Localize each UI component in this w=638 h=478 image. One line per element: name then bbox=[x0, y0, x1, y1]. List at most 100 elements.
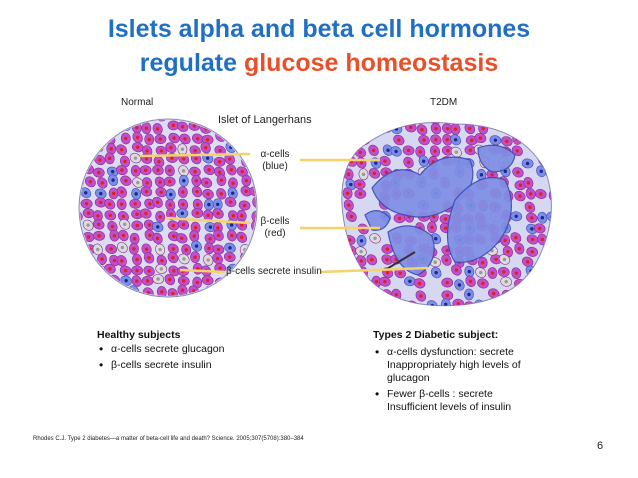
beta-cell bbox=[80, 121, 82, 134]
cell-nucleus bbox=[169, 192, 173, 197]
alpha-cell bbox=[80, 167, 82, 178]
alpha-cell bbox=[479, 122, 490, 125]
cell-nucleus bbox=[147, 223, 152, 227]
healthy-item: β-cells secrete insulin bbox=[97, 359, 277, 372]
cell-nucleus bbox=[257, 182, 260, 185]
cell-nucleus bbox=[72, 134, 75, 137]
cell-nucleus bbox=[76, 289, 79, 292]
beta-cell bbox=[500, 122, 512, 124]
beta-cells-text: β-cells bbox=[260, 216, 290, 227]
cell-nucleus bbox=[146, 113, 149, 116]
cell-nucleus bbox=[159, 267, 163, 271]
beta-cell bbox=[551, 256, 552, 269]
cell-nucleus bbox=[542, 159, 546, 163]
cell-nucleus bbox=[203, 145, 208, 150]
beta-cell bbox=[80, 120, 84, 123]
cell-nucleus bbox=[335, 215, 338, 218]
cell-nucleus bbox=[349, 182, 353, 187]
cell-nucleus bbox=[385, 257, 389, 262]
cell-nucleus bbox=[231, 181, 235, 185]
beta-cell bbox=[83, 107, 97, 121]
beta-cell bbox=[343, 290, 355, 301]
diabetic-heading: Types 2 Diabetic subject: bbox=[373, 329, 499, 341]
cell-nucleus bbox=[157, 160, 161, 164]
cell-nucleus bbox=[493, 138, 498, 142]
cell-nucleus bbox=[453, 127, 458, 131]
cell-nucleus bbox=[148, 202, 152, 206]
cell-nucleus bbox=[206, 156, 210, 160]
cell-nucleus bbox=[171, 247, 175, 251]
beta-cell bbox=[107, 120, 118, 133]
beta-cell bbox=[92, 122, 103, 135]
cell-nucleus bbox=[468, 126, 472, 131]
alpha-cell bbox=[487, 301, 500, 306]
cell-nucleus bbox=[76, 116, 79, 119]
cell-nucleus bbox=[86, 223, 90, 227]
beta-cell bbox=[253, 253, 256, 266]
cell-nucleus bbox=[433, 260, 437, 264]
cell-nucleus bbox=[470, 138, 474, 143]
cell-nucleus bbox=[171, 223, 176, 228]
cell-nucleus bbox=[445, 293, 450, 297]
cell-nucleus bbox=[148, 233, 152, 237]
cell-nucleus bbox=[514, 293, 519, 298]
cell-nucleus bbox=[406, 148, 411, 153]
cell-nucleus bbox=[96, 214, 100, 218]
cell-nucleus bbox=[395, 117, 398, 120]
cell-nucleus bbox=[86, 279, 90, 283]
cell-nucleus bbox=[398, 271, 402, 275]
cell-nucleus bbox=[370, 258, 374, 262]
cell-nucleus bbox=[550, 171, 552, 176]
cell-nucleus bbox=[505, 139, 509, 143]
beta-cell bbox=[95, 276, 106, 288]
cell-nucleus bbox=[433, 117, 436, 120]
cell-nucleus bbox=[347, 238, 352, 242]
beta-cell bbox=[511, 289, 522, 301]
beta-cell bbox=[67, 130, 81, 143]
cell-nucleus bbox=[537, 226, 542, 231]
cell-nucleus bbox=[336, 280, 339, 283]
cell-nucleus bbox=[120, 168, 124, 172]
beta-cell bbox=[534, 299, 545, 306]
cell-nucleus bbox=[433, 149, 437, 153]
cell-nucleus bbox=[121, 214, 126, 219]
beta-cell bbox=[501, 299, 513, 306]
cell-nucleus bbox=[434, 137, 438, 142]
alpha-cell bbox=[80, 265, 84, 275]
beta-cell bbox=[341, 255, 343, 267]
cell-nucleus bbox=[208, 225, 213, 229]
cell-nucleus bbox=[371, 115, 374, 118]
cell-nucleus bbox=[75, 190, 78, 193]
cell-nucleus bbox=[358, 292, 362, 297]
cell-nucleus bbox=[230, 191, 235, 195]
cell-nucleus bbox=[144, 157, 149, 161]
cell-nucleus bbox=[119, 148, 124, 152]
cell-nucleus bbox=[494, 257, 498, 262]
beta-cell bbox=[391, 122, 402, 125]
cell-nucleus bbox=[410, 116, 413, 119]
cell-nucleus bbox=[239, 235, 244, 240]
cell-nucleus bbox=[503, 238, 507, 243]
cell-nucleus bbox=[135, 135, 140, 140]
beta-cell bbox=[249, 132, 256, 145]
cell-nucleus bbox=[490, 271, 495, 275]
cell-nucleus bbox=[374, 161, 378, 165]
cell-nucleus bbox=[541, 116, 544, 119]
cell-nucleus bbox=[257, 258, 260, 261]
cell-nucleus bbox=[206, 114, 209, 117]
cell-nucleus bbox=[228, 255, 232, 259]
beta-cell bbox=[354, 122, 367, 125]
cell-nucleus bbox=[205, 138, 210, 142]
beta-cell bbox=[95, 120, 106, 121]
cell-nucleus bbox=[136, 180, 140, 185]
cell-nucleus bbox=[86, 235, 91, 239]
beta-cell bbox=[107, 288, 118, 296]
cell-nucleus bbox=[383, 279, 387, 284]
cell-nucleus bbox=[207, 246, 211, 251]
cell-nucleus bbox=[372, 171, 377, 176]
cell-nucleus bbox=[514, 271, 518, 275]
cell-nucleus bbox=[372, 128, 376, 132]
cell-nucleus bbox=[446, 148, 450, 153]
cell-nucleus bbox=[229, 223, 234, 227]
cell-nucleus bbox=[539, 169, 543, 173]
